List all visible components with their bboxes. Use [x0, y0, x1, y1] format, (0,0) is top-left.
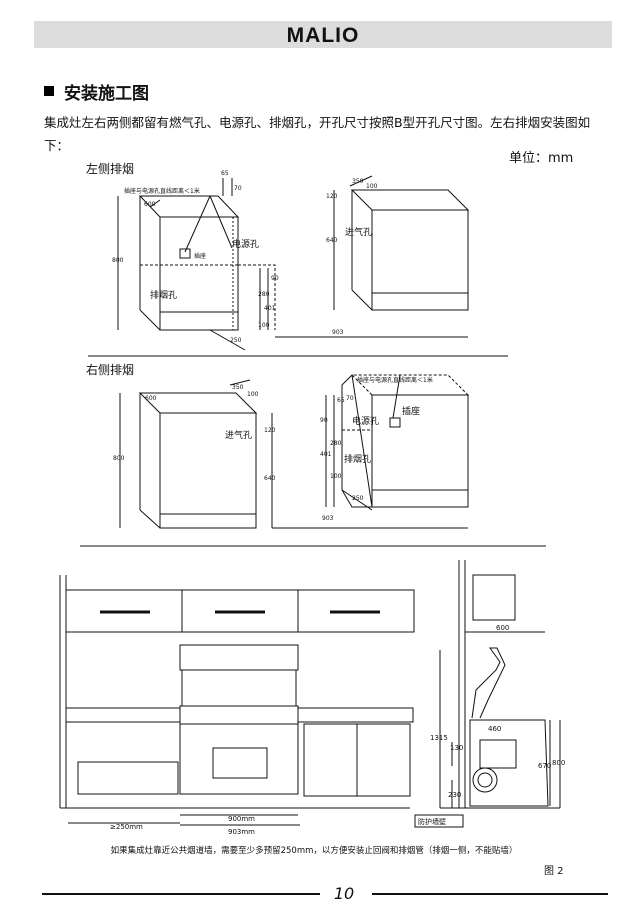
right-dim-100: 100 [247, 391, 259, 398]
right-dim-120: 120 [264, 427, 276, 434]
kitchen-elevation [59, 560, 561, 828]
kitchen-side-1315: 1315 [430, 734, 448, 742]
figure-number: 图 2 [544, 866, 564, 877]
section-title: 安装施工图 [64, 84, 149, 104]
left-cabinet-drawing [117, 178, 276, 351]
kitchen-side-800: 800 [552, 759, 565, 767]
footer-rule-right [372, 893, 608, 895]
unit-label: 单位：mm [509, 151, 574, 166]
kitchen-dim-903: 903mm [228, 828, 255, 836]
right-dim-800: 800 [113, 455, 125, 462]
right-dim-70: 70 [346, 395, 354, 402]
right-dim-90: 90 [320, 417, 328, 424]
right-exhaust-hole: 排烟孔 [344, 453, 371, 465]
right-dim-280: 280 [330, 440, 342, 447]
left-dim-120: 120 [326, 193, 338, 200]
kitchen-side-230: 230 [448, 791, 461, 799]
kitchen-side-600: 600 [496, 624, 509, 632]
footer-rule-left [42, 893, 320, 895]
left-dim-903: 903 [332, 329, 344, 336]
right-cabinet-drawing [119, 379, 273, 529]
left-dim-280: 280 [258, 291, 270, 298]
kitchen-side-130: 130 [450, 744, 463, 752]
left-note: 插座与电源孔直线距离＜1米 [124, 187, 200, 195]
left-exhaust-heading: 左侧排烟 [86, 162, 135, 176]
right-front-view [272, 373, 470, 529]
brand-logo: MALIO [286, 24, 360, 47]
left-dim-100: 100 [258, 322, 270, 329]
left-dim-401: 401 [264, 305, 276, 312]
right-note: 插座与电源孔直线距离＜1米 [357, 376, 433, 384]
right-socket: 插座 [402, 405, 420, 417]
left-socket: 插座 [194, 252, 206, 260]
kitchen-dim-900: 900mm [228, 815, 255, 823]
left-dim-100b: 100 [366, 183, 378, 190]
section-bullet [44, 86, 54, 96]
left-dim-65: 65 [221, 170, 229, 177]
right-dim-250: 250 [352, 495, 364, 502]
kitchen-side-460: 460 [488, 725, 501, 733]
right-dim-401: 401 [320, 451, 332, 458]
kitchen-side-670: 670 [538, 762, 551, 770]
right-dim-65: 65 [337, 397, 345, 404]
page-number: 10 [333, 884, 355, 903]
figure-caption: 如果集成灶靠近公共烟道墙，需要至少多预留250mm，以方便安装止回阀和排烟管（排… [110, 846, 518, 856]
right-dim-903: 903 [322, 515, 334, 522]
left-dim-800: 800 [112, 257, 124, 264]
left-dim-350: 350 [352, 178, 364, 185]
right-dim-350: 350 [232, 384, 244, 391]
left-dim-90: 90 [271, 275, 279, 282]
right-power-hole: 电源孔 [352, 415, 379, 427]
left-exhaust-hole: 排烟孔 [150, 289, 177, 301]
left-dim-70: 70 [234, 185, 242, 192]
kitchen-dim-250: ≥250mm [110, 823, 143, 831]
left-dim-600: 600 [144, 201, 156, 208]
left-dim-640: 640 [326, 237, 338, 244]
right-dim-100b: 100 [330, 473, 342, 480]
left-intake-hole: 进气孔 [345, 226, 372, 238]
right-exhaust-heading: 右侧排烟 [86, 363, 135, 377]
kitchen-wall-label: 防护墙壁 [418, 817, 446, 826]
intro-paragraph: 集成灶左右两侧都留有燃气孔、电源孔、排烟孔，开孔尺寸按照B型开孔尺寸图。左右排烟… [44, 115, 591, 153]
right-dim-640: 640 [264, 475, 276, 482]
left-front-view [275, 175, 470, 338]
header-bar: MALIO [34, 21, 612, 48]
left-dim-250: 250 [230, 337, 242, 344]
right-intake-hole: 进气孔 [225, 429, 252, 441]
right-dim-600: 600 [145, 395, 157, 402]
left-power-hole: 电源孔 [232, 238, 259, 250]
